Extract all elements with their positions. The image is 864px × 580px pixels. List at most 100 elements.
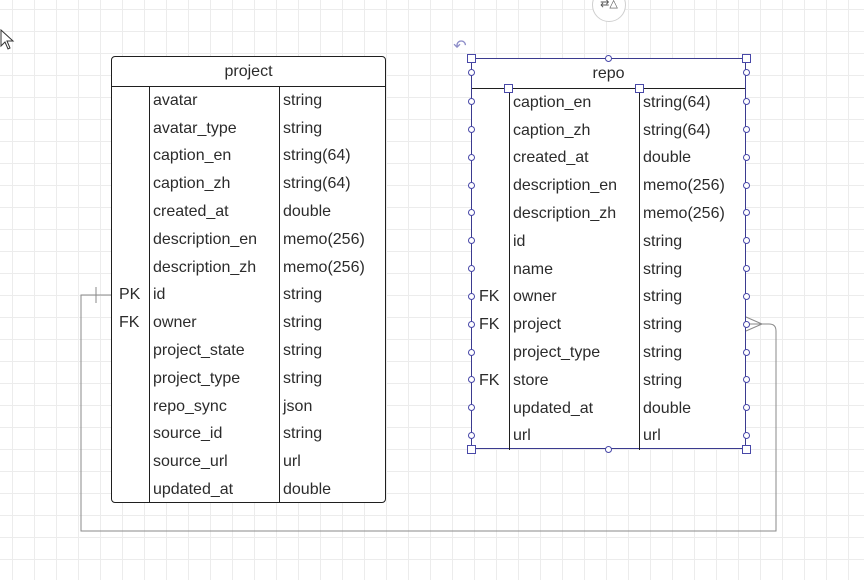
field-type: string [283,425,323,443]
type-column-divider [639,89,640,451]
resize-handle[interactable] [466,444,476,454]
key-marker: FK [479,288,500,306]
resize-handle[interactable] [741,444,751,454]
connection-point[interactable] [467,264,475,272]
connection-point[interactable] [467,403,475,411]
connection-point[interactable] [467,375,475,383]
key-marker: FK [479,316,500,334]
connection-point[interactable] [604,54,612,62]
many-cardinality-crowsfoot [745,316,764,332]
rotate-handle-icon[interactable]: ↶ [453,38,467,55]
connection-point[interactable] [467,320,475,328]
field-type: json [283,397,313,415]
field-type: string(64) [643,93,711,111]
connection-point[interactable] [742,236,750,244]
connection-point[interactable] [467,68,475,76]
field-name: project_type [513,344,601,362]
field-type: url [643,427,661,445]
connection-point[interactable] [467,292,475,300]
project-repo-relationship-line[interactable] [80,294,777,532]
connection-point[interactable] [742,431,750,439]
connection-point[interactable] [467,208,475,216]
connection-point[interactable] [467,97,475,105]
type-column-divider [279,87,280,502]
field-row[interactable]: source_url url [112,448,385,476]
field-name: owner [153,314,197,332]
connection-point[interactable] [742,97,750,105]
field-type: double [643,399,692,417]
connection-point[interactable] [467,125,475,133]
connection-point[interactable] [742,181,750,189]
connection-point[interactable] [467,348,475,356]
field-type: string(64) [643,121,711,139]
entity-title[interactable]: project [112,57,385,87]
connection-point[interactable] [742,403,750,411]
connection-point[interactable] [467,181,475,189]
entity-title[interactable]: repo [472,59,745,89]
mouse-pointer-icon [0,28,16,51]
connection-point[interactable] [742,153,750,161]
field-name: project [513,316,562,334]
field-name: updated_at [153,481,234,499]
key-marker: FK [119,314,140,332]
connection-point[interactable] [742,125,750,133]
field-type: memo(256) [643,205,725,223]
field-name: source_url [153,453,228,471]
connection-point[interactable] [467,153,475,161]
connection-point[interactable] [742,264,750,272]
field-type: memo(256) [283,258,365,276]
field-type: string [643,288,683,306]
connection-point[interactable] [742,208,750,216]
field-type: string(64) [283,175,351,193]
field-type: string [283,286,323,304]
column-resize-handle[interactable] [503,83,513,93]
field-name: repo_sync [153,397,227,415]
connection-point[interactable] [742,292,750,300]
field-type: string(64) [283,147,351,165]
field-type: string [643,260,683,278]
connection-point[interactable] [467,236,475,244]
connection-point[interactable] [742,375,750,383]
connection-point[interactable] [742,320,750,328]
resize-handle[interactable] [741,53,751,63]
column-resize-handle[interactable] [634,83,644,93]
resize-handle[interactable] [466,53,476,63]
field-name: project_state [153,342,245,360]
field-type: url [283,453,301,471]
connection-point[interactable] [742,348,750,356]
field-row[interactable]: repo_sync json [112,393,385,421]
connection-point[interactable] [604,445,612,453]
connection-point[interactable] [467,431,475,439]
field-name: created_at [513,149,589,167]
connection-point[interactable] [742,68,750,76]
